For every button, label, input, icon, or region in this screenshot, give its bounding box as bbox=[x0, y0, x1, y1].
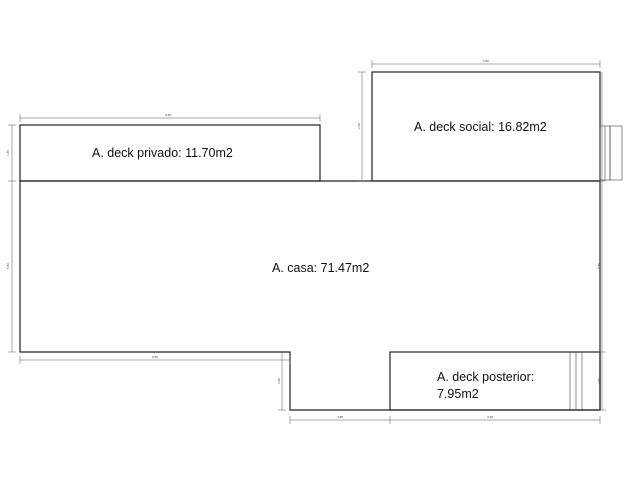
deck-posterior-area bbox=[389, 351, 601, 411]
dim-bottom-right: 3.30 bbox=[487, 415, 493, 419]
dim-bottom-step: 1.00 bbox=[277, 378, 281, 384]
dim-top-privado: 9.45 bbox=[165, 113, 171, 117]
dim-right-social: 2.15 bbox=[357, 123, 361, 129]
dim-top-social: 5.40 bbox=[483, 59, 489, 63]
label-deck-posterior-2: 7.95m2 bbox=[437, 387, 479, 401]
deck-social-steps bbox=[599, 125, 623, 181]
deck-posterior-steps bbox=[569, 352, 583, 410]
dim-left-privado: 1.65 bbox=[6, 150, 10, 156]
deck-privado-area bbox=[19, 124, 321, 182]
label-deck-posterior-1: A. deck posterior: bbox=[437, 370, 534, 384]
dim-bottom-left: 9.65 bbox=[152, 355, 158, 359]
dimension-lines bbox=[8, 60, 606, 424]
dim-bottom-mid: 3.65 bbox=[337, 415, 343, 419]
dim-right-casa: 5.50 bbox=[597, 263, 601, 269]
label-deck-social: A. deck social: 16.82m2 bbox=[414, 120, 547, 134]
dim-left-casa: 5.50 bbox=[6, 263, 10, 269]
dim-right-posterior: 1.00 bbox=[597, 378, 601, 384]
label-casa: A. casa: 71.47m2 bbox=[272, 261, 369, 275]
label-deck-privado: A. deck privado: 11.70m2 bbox=[92, 146, 233, 160]
